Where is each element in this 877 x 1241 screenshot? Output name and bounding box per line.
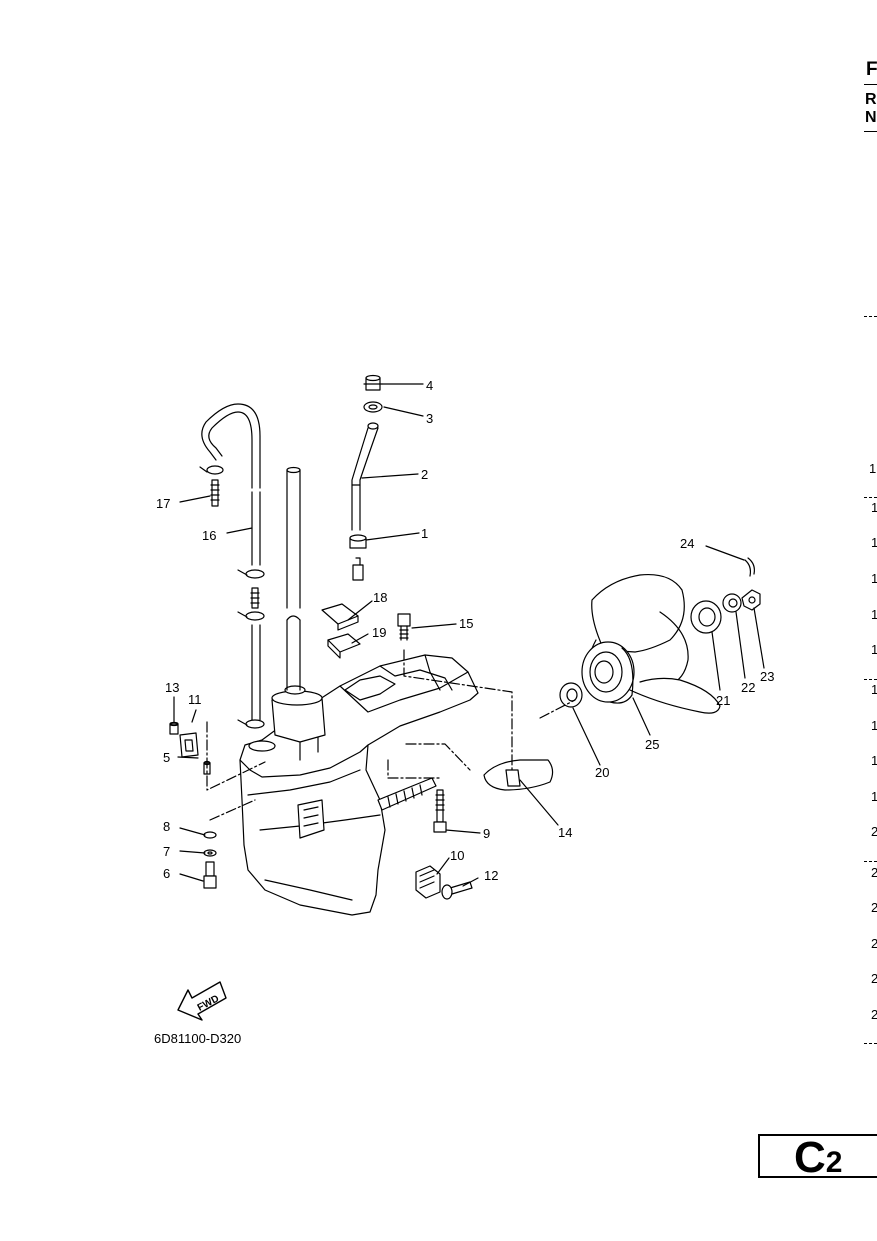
callout-6: 6 <box>163 866 170 881</box>
page-number: 2 <box>825 1146 843 1179</box>
edge-header-letter-1: F <box>866 59 877 80</box>
edge-number: 2 <box>871 865 877 880</box>
page-label-box: C2 <box>758 1133 877 1182</box>
callout-5: 5 <box>163 750 170 765</box>
lower-casing <box>239 654 479 916</box>
edge-rule <box>864 84 877 85</box>
callout-20: 20 <box>595 765 609 780</box>
edge-dash <box>864 679 877 680</box>
edge-number: 1 <box>871 642 877 657</box>
callout-12: 12 <box>484 868 498 883</box>
callout-4: 4 <box>426 378 433 393</box>
callout-8: 8 <box>163 819 170 834</box>
anode-14 <box>483 759 554 791</box>
page-label: C2 <box>794 1133 843 1182</box>
edge-header-letter-3: N <box>865 109 877 126</box>
water-pipe-assembly <box>349 374 383 581</box>
left-small-parts <box>169 721 217 889</box>
callout-19: 19 <box>372 625 386 640</box>
edge-number: 1 <box>869 461 877 476</box>
assembly-lines <box>206 649 576 821</box>
edge-number: 1 <box>871 682 877 697</box>
edge-number: 1 <box>871 718 877 733</box>
callout-9: 9 <box>483 826 490 841</box>
edge-rule <box>864 131 877 132</box>
edge-dash <box>864 316 877 317</box>
callout-25: 25 <box>645 737 659 752</box>
edge-number: 1 <box>871 500 877 515</box>
seal-parts <box>321 603 361 659</box>
callout-23: 23 <box>760 669 774 684</box>
edge-number: 1 <box>871 571 877 586</box>
callout-24: 24 <box>680 536 694 551</box>
callout-10: 10 <box>450 848 464 863</box>
prop-hardware <box>559 557 761 708</box>
edge-number: 2 <box>871 1007 877 1022</box>
edge-number: 1 <box>871 789 877 804</box>
leader-lines <box>173 383 765 887</box>
hose-assembly <box>199 403 265 729</box>
bolt-9 <box>433 789 447 833</box>
callout-21: 21 <box>716 693 730 708</box>
bolt-15 <box>397 613 411 641</box>
edge-dash <box>864 1043 877 1044</box>
callout-14: 14 <box>558 825 572 840</box>
callout-13: 13 <box>165 680 179 695</box>
edge-number: 1 <box>871 535 877 550</box>
edge-number: 2 <box>871 971 877 986</box>
callout-7: 7 <box>163 844 170 859</box>
edge-number: 1 <box>871 607 877 622</box>
screw-12 <box>441 881 473 900</box>
page-letter: C <box>794 1133 826 1182</box>
callout-1: 1 <box>421 526 428 541</box>
callout-17: 17 <box>156 496 170 511</box>
callout-numbers: 1 2 3 4 5 6 7 8 9 10 11 12 13 14 15 16 1… <box>156 378 774 883</box>
edge-header-letter-2: R <box>865 91 877 108</box>
grommet-10 <box>415 865 441 899</box>
drive-shaft <box>286 466 301 691</box>
edge-number: 2 <box>871 936 877 951</box>
diagram-code: 6D81100-D320 <box>154 1031 242 1046</box>
callout-2: 2 <box>421 467 428 482</box>
edge-number: 1 <box>871 753 877 768</box>
callout-22: 22 <box>741 680 755 695</box>
propeller-25 <box>581 573 721 714</box>
callout-15: 15 <box>459 616 473 631</box>
edge-number: 2 <box>871 900 877 915</box>
fwd-arrow-icon: FWD <box>177 981 227 1021</box>
callout-3: 3 <box>426 411 433 426</box>
callout-16: 16 <box>202 528 216 543</box>
callout-18: 18 <box>373 590 387 605</box>
callout-11: 11 <box>188 692 202 707</box>
edge-number: 2 <box>871 824 877 839</box>
edge-dash <box>864 861 877 862</box>
edge-dash <box>864 497 877 498</box>
